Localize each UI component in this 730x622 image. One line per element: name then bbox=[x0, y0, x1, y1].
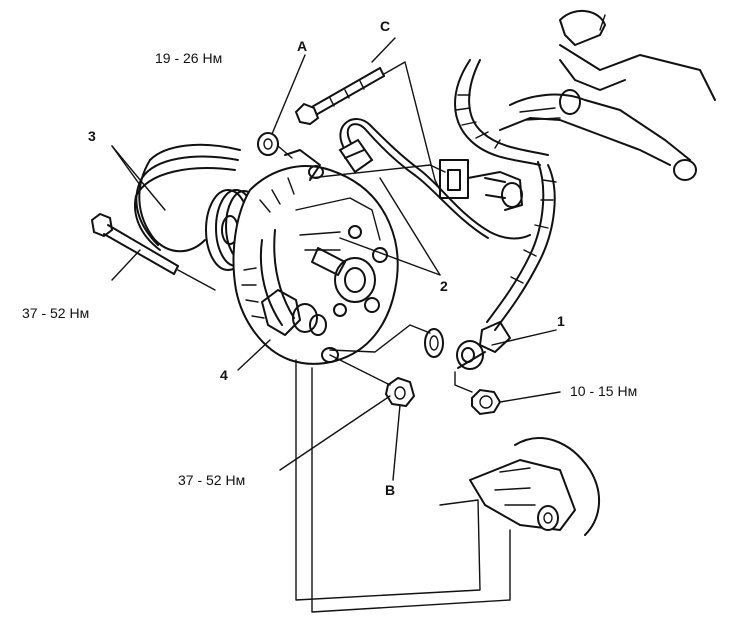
label-a: A bbox=[297, 38, 308, 54]
torque-label-a: 19 - 26 Нм bbox=[155, 50, 223, 66]
terminal-nut bbox=[471, 388, 502, 416]
bolt-c bbox=[294, 67, 385, 126]
alternator-body bbox=[232, 149, 399, 365]
label-c: C bbox=[380, 18, 391, 34]
harness-connector bbox=[439, 159, 523, 211]
wiring-harness bbox=[454, 59, 557, 331]
nut-b bbox=[384, 376, 416, 408]
label-4: 4 bbox=[220, 367, 228, 383]
callout-leaders bbox=[111, 37, 561, 481]
torque-label-pivot-bolt: 37 - 52 Нм bbox=[22, 305, 90, 321]
label-3: 3 bbox=[88, 128, 96, 144]
terminal-washer-hole bbox=[429, 335, 439, 351]
assembly-guide-lines bbox=[177, 61, 511, 613]
wire-2 bbox=[338, 118, 531, 240]
cable-1 bbox=[456, 321, 511, 370]
torque-label-b: 37 - 52 Нм bbox=[178, 472, 246, 488]
terminal-washer bbox=[424, 328, 444, 358]
label-1: 1 bbox=[557, 313, 565, 329]
pivot-bolt bbox=[90, 212, 179, 275]
engine-bracket-lower bbox=[469, 437, 601, 536]
label-b: B bbox=[385, 482, 396, 498]
washer-a bbox=[257, 132, 279, 156]
torque-label-terminal-nut: 10 - 15 Нм bbox=[570, 383, 638, 399]
engine-bracket-upper bbox=[499, 10, 716, 181]
label-2: 2 bbox=[440, 278, 448, 294]
